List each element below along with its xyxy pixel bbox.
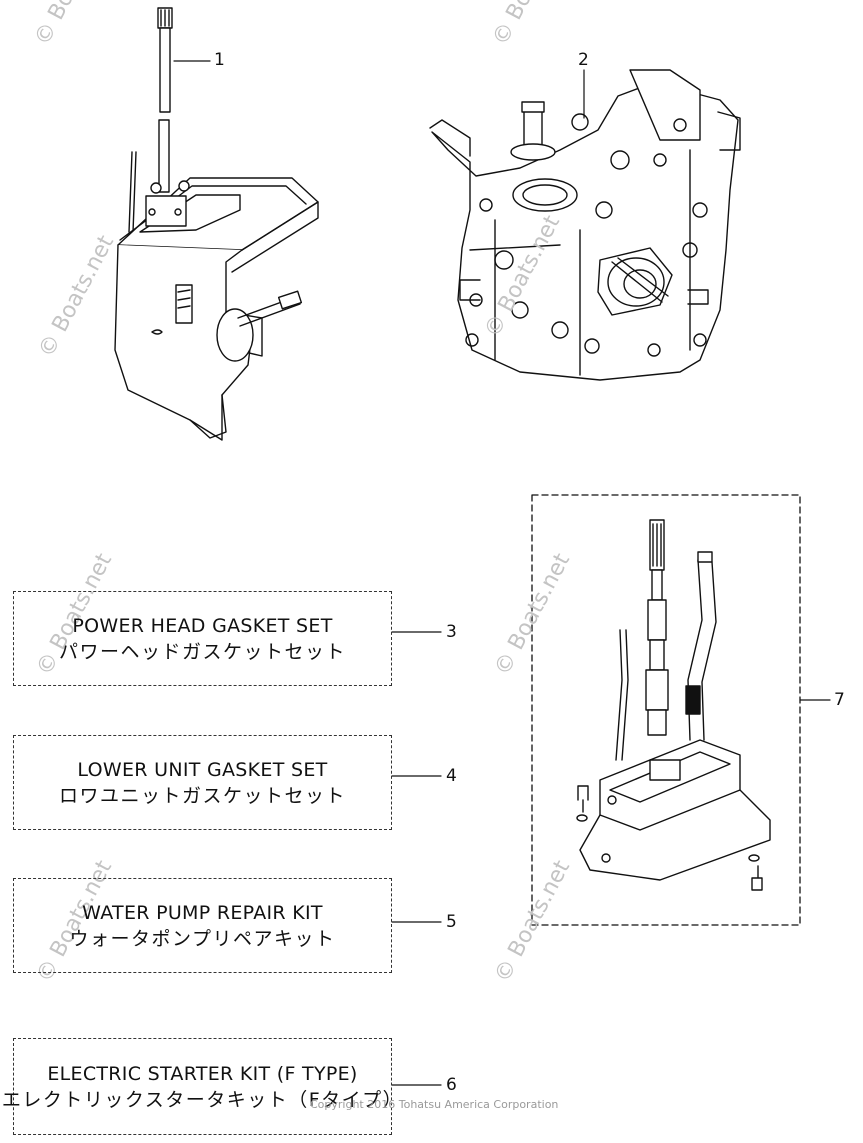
callout-6: 6	[446, 1075, 457, 1095]
kit-box-lower-unit-gasket: LOWER UNIT GASKET SET ロワユニットガスケットセット	[13, 735, 392, 830]
callout-1: 1	[214, 50, 225, 70]
kit-label-en: WATER PUMP REPAIR KIT	[82, 901, 323, 924]
callout-7: 7	[834, 690, 845, 710]
kit-7-box	[531, 494, 801, 926]
callout-2: 2	[578, 50, 589, 70]
kit-label-jp: ウォータポンプリペアキット	[69, 927, 336, 950]
power-head-illustration	[429, 69, 741, 381]
kit-label-jp: ロワユニットガスケットセット	[58, 784, 346, 807]
drive-shaft-housing-illustration	[576, 519, 771, 891]
kit-label-en: LOWER UNIT GASKET SET	[77, 758, 328, 781]
kit-label-en: ELECTRIC STARTER KIT (F TYPE)	[47, 1062, 358, 1085]
kit-label-jp: パワーヘッドガスケットセット	[58, 640, 346, 663]
callout-4: 4	[446, 766, 457, 786]
copyright-text: Copyright 2016 Tohatsu America Corporati…	[310, 1098, 559, 1111]
callout-5: 5	[446, 912, 457, 932]
lower-unit-illustration	[114, 7, 319, 441]
kit-box-power-head-gasket: POWER HEAD GASKET SET パワーヘッドガスケットセット	[13, 591, 392, 686]
callout-3: 3	[446, 622, 457, 642]
kit-box-water-pump-repair: WATER PUMP REPAIR KIT ウォータポンプリペアキット	[13, 878, 392, 973]
kit-label-jp: エレクトリックスタータキット（Fタイプ）	[1, 1088, 404, 1111]
kit-box-electric-starter: ELECTRIC STARTER KIT (F TYPE) エレクトリックスター…	[2, 1038, 402, 1135]
kit-label-en: POWER HEAD GASKET SET	[72, 614, 333, 637]
